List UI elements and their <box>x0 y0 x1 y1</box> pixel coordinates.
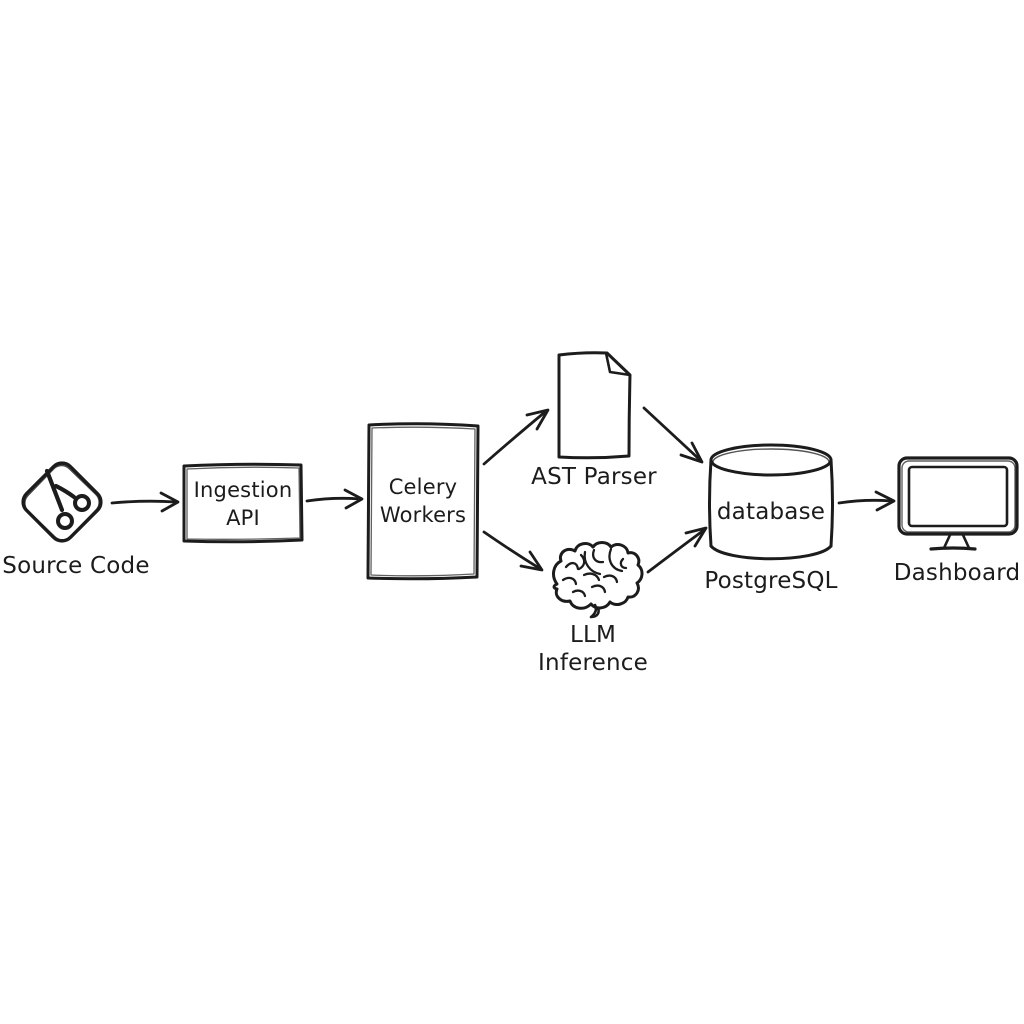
arrow-celery-workers-to-ast-parser <box>482 408 550 466</box>
postgresql-label: PostgreSQL <box>704 568 838 594</box>
llm-inference-label-line1: LLM <box>569 622 617 648</box>
llm-inference-label: LLM Inference <box>538 621 648 677</box>
celery-workers-label-line1: Celery <box>388 475 458 499</box>
dashboard-label: Dashboard <box>893 560 1021 586</box>
arrow-ast-parser-to-postgresql <box>642 406 704 464</box>
celery-workers-label-line2: Workers <box>379 503 467 527</box>
brain-icon <box>552 541 644 619</box>
arrow-source-code-to-ingestion-api <box>110 491 180 513</box>
git-icon <box>21 461 103 543</box>
llm-inference-label-line2: Inference <box>538 650 648 676</box>
celery-workers-label: Celery Workers <box>380 473 466 529</box>
ingestion-api-label-line1: Ingestion <box>193 478 293 502</box>
arrow-llm-inference-to-postgresql <box>646 526 708 574</box>
arrow-postgresql-to-dashboard <box>837 490 896 512</box>
ast-parser-label: AST Parser <box>531 464 657 490</box>
ingestion-api-label: Ingestion API <box>194 476 293 532</box>
source-code-label: Source Code <box>2 553 150 579</box>
monitor-icon <box>897 456 1019 551</box>
arrow-celery-workers-to-llm-inference <box>482 530 544 572</box>
node-celery-workers-box <box>366 422 480 581</box>
node-ingestion-api-box <box>182 462 304 544</box>
ingestion-api-label-line2: API <box>226 506 260 530</box>
document-icon <box>557 351 632 460</box>
database-cylinder-icon <box>708 443 834 561</box>
arrow-ingestion-api-to-celery-workers <box>305 488 364 510</box>
database-inner-label: database <box>716 499 826 525</box>
